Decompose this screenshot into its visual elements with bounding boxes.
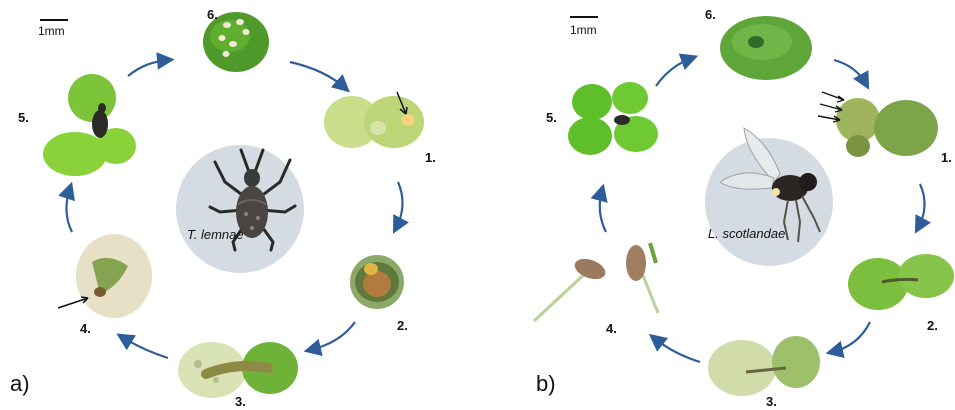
panel-b: 1mm L. scotlandae 6. 1. bbox=[478, 0, 955, 410]
arrow-5-to-6 bbox=[656, 58, 692, 86]
arrow-2-to-3 bbox=[310, 322, 355, 350]
arrow-6-to-1 bbox=[834, 60, 866, 84]
arrow-4-to-5 bbox=[600, 190, 606, 232]
arrow-1-to-2 bbox=[918, 184, 925, 228]
panel-letter: b) bbox=[536, 373, 556, 395]
arrow-3-to-4 bbox=[122, 337, 168, 358]
arrow-2-to-3 bbox=[832, 322, 870, 352]
arrow-5-to-6 bbox=[128, 60, 168, 76]
cycle-arrows bbox=[478, 0, 955, 410]
panel-a: 1mm T. lemnae 6. bbox=[0, 0, 477, 410]
arrow-3-to-4 bbox=[654, 338, 700, 362]
arrow-1-to-2 bbox=[396, 182, 403, 228]
arrow-4-to-5 bbox=[66, 188, 72, 232]
arrow-6-to-1 bbox=[290, 62, 345, 88]
cycle-arrows bbox=[0, 0, 477, 410]
panel-letter: a) bbox=[10, 373, 30, 395]
